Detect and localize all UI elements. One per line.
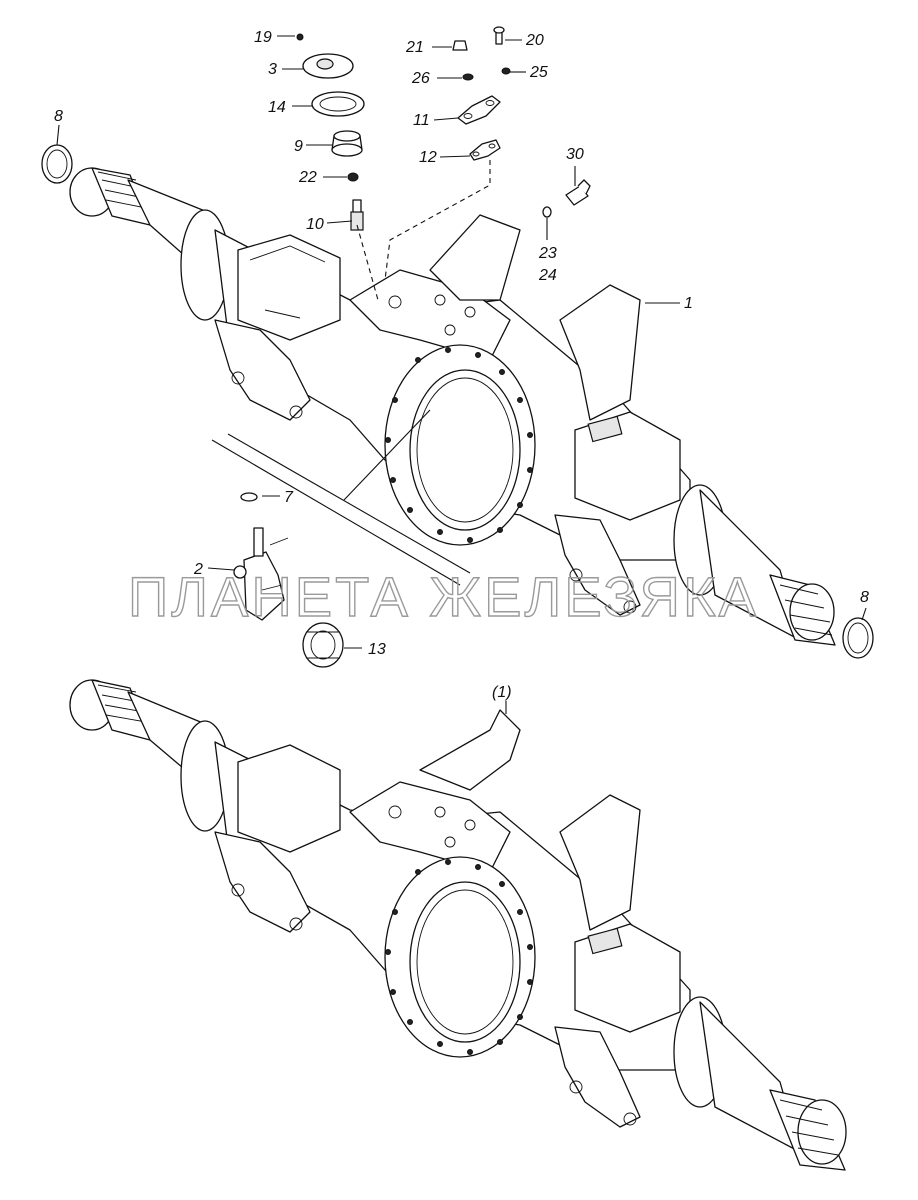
lower-right-bracket	[559, 794, 641, 931]
upper-rear-bracket	[429, 214, 521, 301]
callout-9: 9	[294, 138, 303, 155]
callout-14: 14	[268, 99, 286, 116]
callout-22: 22	[298, 169, 317, 186]
part-23-ring	[542, 206, 552, 218]
watermark: ПЛАНЕТА ЖЕЛЕЗЯКА	[128, 565, 759, 628]
callout-24: 24	[538, 267, 557, 284]
lower-right-shaft-spline	[769, 1089, 847, 1171]
part-30-breather	[565, 179, 591, 206]
callout-1-ref: (1)	[492, 684, 512, 701]
callout-8-left: 8	[54, 108, 63, 125]
callout-3: 3	[268, 61, 277, 78]
upper-left-spring-pad	[237, 234, 341, 341]
leader-lines	[56, 35, 867, 714]
lower-axle-housing	[69, 679, 847, 1171]
callout-12: 12	[419, 149, 437, 166]
callout-19: 19	[254, 29, 272, 46]
part-19-screw	[296, 33, 304, 41]
lower-banjo-ring	[384, 856, 536, 1058]
part-7-ring	[240, 492, 258, 502]
callout-25: 25	[529, 64, 548, 81]
callout-26: 26	[411, 70, 430, 87]
callout-7: 7	[284, 489, 294, 506]
lower-left-spring-pad	[237, 744, 341, 853]
callout-21: 21	[405, 39, 424, 56]
part-11-plate	[457, 95, 501, 125]
callout-13: 13	[368, 641, 386, 658]
lower-left-lower-bracket	[214, 831, 311, 933]
callout-10: 10	[306, 216, 324, 233]
callout-labels: 19 3 14 9 22 10 21 20 26 25 11 12 30 23 …	[54, 29, 869, 701]
part-25-washer	[501, 67, 511, 75]
part-14-gasket	[311, 91, 365, 117]
part-2-lock-assembly	[233, 527, 289, 621]
part-20-bolt	[493, 26, 505, 45]
lower-right-axle-tube	[699, 1001, 801, 1153]
upper-banjo-ring	[384, 344, 536, 546]
upper-right-shaft-spline	[769, 574, 836, 646]
lower-bracket-1-ref	[419, 709, 521, 791]
callout-8-right: 8	[860, 589, 869, 606]
callout-20: 20	[525, 32, 544, 49]
part-3-cover	[302, 53, 354, 79]
callout-11: 11	[413, 112, 430, 129]
callout-2: 2	[193, 561, 203, 578]
loose-parts	[41, 26, 874, 668]
part-9-cap	[331, 130, 363, 157]
upper-bracket-1	[559, 284, 641, 421]
callout-30: 30	[566, 146, 584, 163]
lower-center-bracket	[349, 781, 511, 873]
part-22-nut	[347, 172, 359, 182]
part-21-nut	[452, 40, 468, 51]
part-8-seal-left	[41, 144, 73, 184]
upper-right-lower-bracket	[554, 514, 641, 616]
callout-1: 1	[684, 295, 693, 312]
part-13-differential	[302, 622, 344, 668]
part-26-washer	[462, 73, 474, 81]
lower-right-lower-bracket	[554, 1026, 641, 1128]
part-8-seal-right	[842, 617, 874, 659]
part-12-gasket	[469, 139, 501, 161]
callout-23: 23	[538, 245, 557, 262]
upper-axle-housing	[69, 167, 836, 646]
upper-left-lower-bracket	[214, 319, 311, 421]
